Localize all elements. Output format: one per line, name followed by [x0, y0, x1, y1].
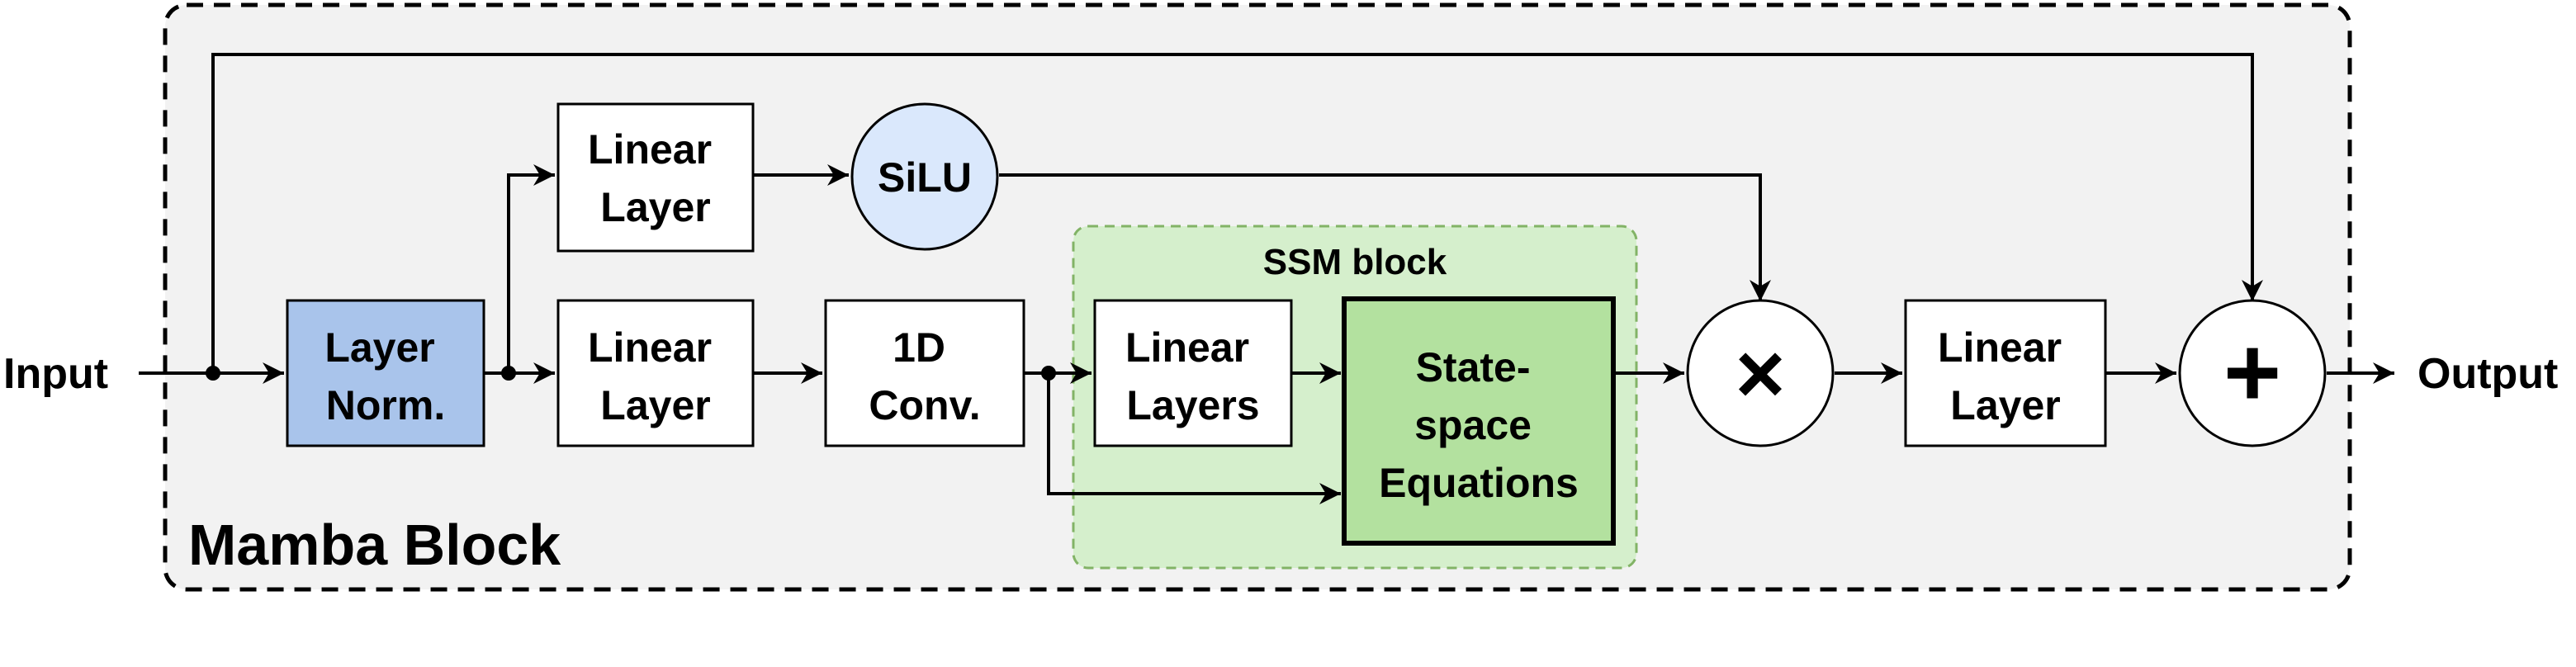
norm-to-top-linear [507, 164, 555, 373]
silu-label: SiLU [878, 154, 972, 201]
junction-dot-conv [1041, 366, 1056, 381]
add-node [2178, 299, 2327, 447]
linear-layer-out-label: Linear Layer [1938, 324, 2073, 428]
linear-layer-out-box [1904, 299, 2107, 447]
mamba-block-title: Mamba Block [188, 513, 561, 577]
ssm-block-label: SSM block [1263, 242, 1447, 282]
connectors [139, 53, 2394, 504]
linear-layer-mid-label: Linear Layer [588, 324, 723, 428]
layer-norm-label: Layer Norm. [324, 324, 446, 428]
junction-dot-input [206, 366, 220, 381]
junction-dot-norm [501, 366, 516, 381]
layer-norm-box [286, 299, 485, 447]
conv-1d-box [824, 299, 1025, 447]
add-symbol: + [2223, 317, 2281, 428]
input-label: Input [3, 350, 108, 398]
residual-skip-line [211, 53, 2263, 373]
linear-layers-box [1093, 299, 1293, 447]
linear-layers-label: Linear Layers [1125, 324, 1261, 428]
conv-1d-label: 1D Conv. [869, 324, 980, 428]
silu-to-multiply [999, 173, 1771, 301]
linear-layer-top-label: Linear Layer [588, 126, 723, 230]
state-space-equations-label: State- space Equations [1379, 344, 1579, 506]
conv-to-state-space [1047, 373, 1341, 504]
linear-layer-top-box [556, 102, 755, 253]
multiply-symbol: × [1735, 326, 1786, 422]
state-space-equations-box [1342, 296, 1616, 546]
silu-node [850, 102, 999, 251]
output-label: Output [2417, 350, 2558, 398]
multiply-node [1686, 299, 1835, 447]
linear-layer-mid-box [556, 299, 755, 447]
